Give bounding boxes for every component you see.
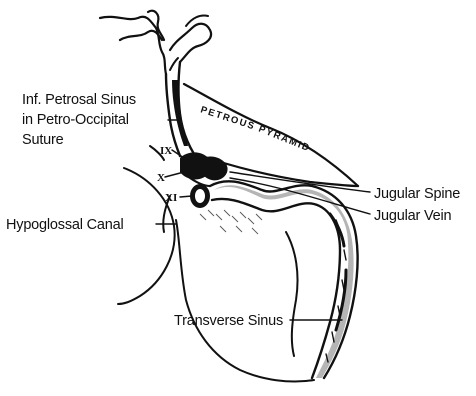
label-transverse-sinus: Transverse Sinus — [174, 313, 283, 329]
pyramid-label: PYRAMID — [257, 124, 312, 155]
label-inf-petrosal-sinus-2: in Petro-Occipital — [22, 112, 129, 128]
superior-veins — [100, 11, 211, 74]
inferior-petrosal-sinus-vessel — [166, 62, 194, 156]
nerve-x-label: X — [157, 172, 165, 184]
label-jugular-vein: Jugular Vein — [374, 208, 452, 224]
label-jugular-spine: Jugular Spine — [374, 186, 460, 202]
occipital-bone-outline — [118, 146, 314, 382]
bone-texture — [200, 210, 262, 234]
label-inf-petrosal-sinus-1: Inf. Petrosal Sinus — [22, 92, 136, 108]
sigmoid-transverse-sinus — [210, 181, 358, 378]
label-hypoglossal-canal: Hypoglossal Canal — [6, 217, 124, 233]
label-inf-petrosal-sinus-3: Suture — [22, 132, 64, 148]
